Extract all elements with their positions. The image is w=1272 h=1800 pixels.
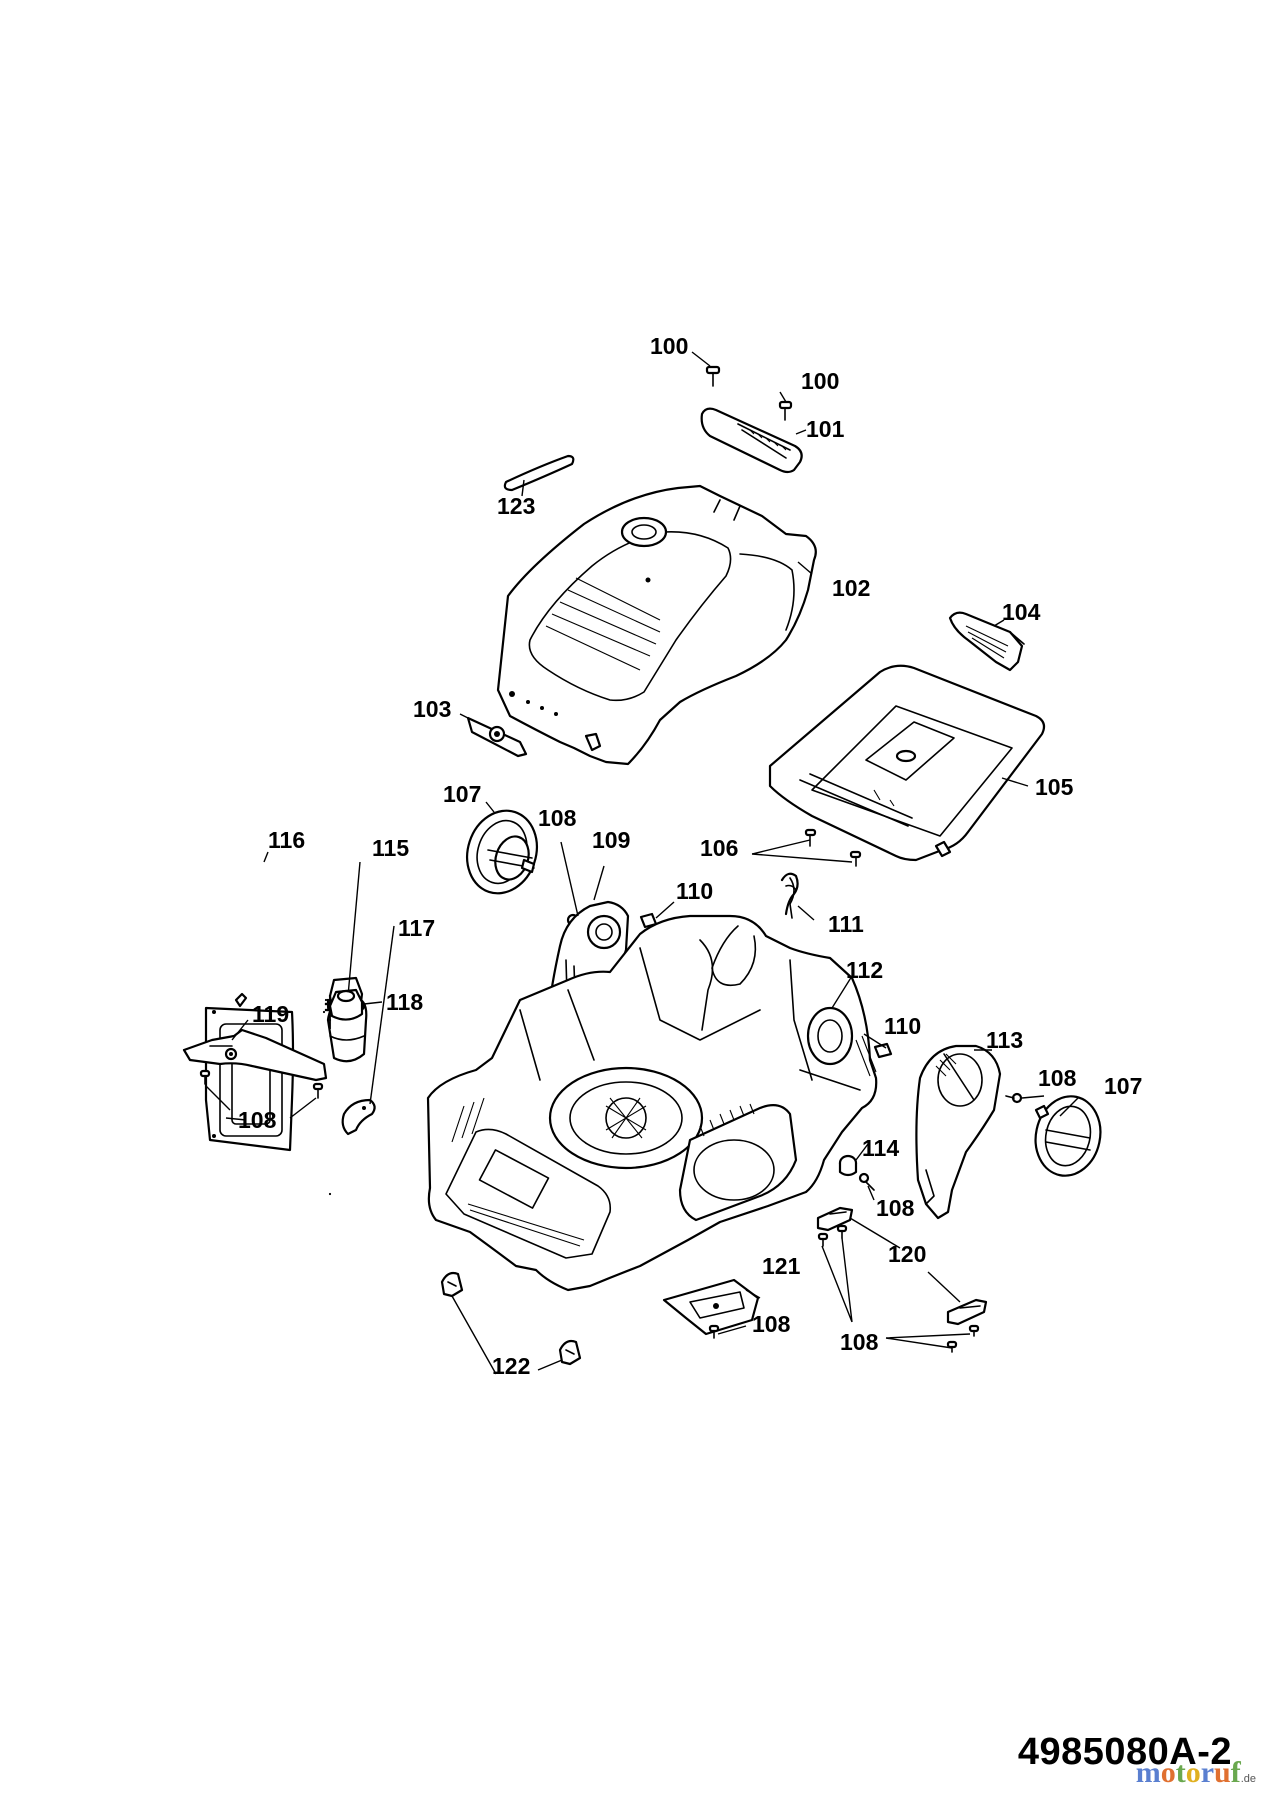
callout-105[interactable]: 105	[1035, 774, 1074, 800]
part-110-clip-b[interactable]	[873, 1042, 893, 1059]
callout-119[interactable]: 119	[252, 1001, 289, 1027]
callout-107[interactable]: 107	[443, 781, 481, 807]
part-108-screw-119a[interactable]	[199, 1069, 211, 1085]
part-117-clip[interactable]	[341, 1098, 376, 1136]
callout-108[interactable]: 108	[238, 1107, 277, 1133]
part-111-spring[interactable]	[780, 872, 799, 919]
part-106-screw-b[interactable]	[849, 850, 862, 867]
part-107-wheel-right[interactable]	[1028, 1090, 1107, 1182]
callout-102[interactable]: 102	[832, 575, 870, 601]
part-122-clip-b[interactable]	[558, 1339, 582, 1366]
part-121-flap[interactable]	[662, 1278, 760, 1336]
part-105-plate[interactable]	[768, 664, 1046, 862]
callout-120[interactable]: 120	[888, 1241, 926, 1267]
callout-113[interactable]: 113	[986, 1027, 1023, 1053]
callout-100[interactable]: 100	[801, 368, 839, 394]
part-108-screw-119b[interactable]	[312, 1082, 324, 1099]
part-108-screw-120c[interactable]	[968, 1324, 980, 1337]
callouts: 100 100 101 123 102 103 104 105 106 107 …	[238, 333, 1142, 1379]
callout-106[interactable]: 106	[700, 835, 738, 861]
callout-114[interactable]: 114	[862, 1135, 899, 1161]
callout-115[interactable]: 115	[372, 835, 409, 861]
part-120-latch-a[interactable]	[816, 1206, 854, 1232]
part-120-latch-b[interactable]	[946, 1298, 988, 1326]
callout-110[interactable]: 110	[676, 878, 713, 904]
callout-104[interactable]: 104	[1002, 599, 1041, 625]
part-123-hose[interactable]	[503, 454, 575, 492]
part-100-screw-a[interactable]	[705, 365, 721, 387]
part-114-bushing[interactable]	[838, 1154, 858, 1177]
part-108-screw-120a[interactable]	[817, 1232, 829, 1247]
part-108-screw-120b[interactable]	[836, 1224, 848, 1239]
callout-103[interactable]: 103	[413, 696, 451, 722]
part-108-screw-right[interactable]	[1005, 1092, 1023, 1104]
callout-108[interactable]: 108	[840, 1329, 879, 1355]
part-119-strip[interactable]	[182, 1028, 328, 1082]
callout-100[interactable]: 100	[650, 333, 688, 359]
part-104-latch[interactable]	[948, 611, 1025, 672]
watermark-suffix: .de	[1240, 1773, 1256, 1785]
part-108-screw-mid[interactable]	[858, 1172, 875, 1191]
callout-110[interactable]: 110	[884, 1013, 921, 1039]
callout-111[interactable]: 111	[828, 911, 864, 937]
part-106-screw-a[interactable]	[804, 828, 817, 847]
callout-118[interactable]: 118	[386, 989, 423, 1015]
callout-108[interactable]: 108	[1038, 1065, 1077, 1091]
part-103-clip[interactable]	[466, 716, 528, 758]
part-112-deck[interactable]	[426, 914, 878, 1292]
callout-107[interactable]: 107	[1104, 1073, 1142, 1099]
part-118-switch-housing-drawn-final[interactable]	[328, 988, 364, 1021]
callout-109[interactable]: 109	[592, 827, 630, 853]
part-113-bracket-right[interactable]	[915, 1044, 1002, 1220]
callout-101[interactable]: 101	[806, 416, 845, 442]
part-102-top-cover[interactable]	[496, 484, 817, 766]
callout-121[interactable]: 121	[762, 1253, 801, 1279]
callout-108[interactable]: 108	[876, 1195, 915, 1221]
part-122-clip-a[interactable]	[440, 1271, 464, 1298]
callout-116[interactable]: 116	[268, 827, 305, 853]
callout-112[interactable]: 112	[846, 957, 883, 983]
part-100-screw-b[interactable]	[778, 400, 793, 421]
watermark: motoruf.de	[1136, 1756, 1256, 1790]
leader-lines	[205, 351, 1079, 1375]
switch-knob	[336, 989, 356, 1003]
drawing-number: 4985080A-2	[1017, 1731, 1232, 1773]
watermark-text: motoruf	[1135, 1756, 1241, 1789]
callout-117[interactable]: 117	[398, 915, 435, 941]
callout-123[interactable]: 123	[497, 493, 535, 519]
callout-122[interactable]: 122	[492, 1353, 530, 1379]
part-107-wheel-left[interactable]	[457, 802, 548, 903]
callout-108[interactable]: 108	[538, 805, 577, 831]
callout-108[interactable]: 108	[752, 1311, 791, 1337]
part-108-screw-121[interactable]	[708, 1324, 720, 1339]
part-101-handle-grip[interactable]	[700, 407, 803, 474]
